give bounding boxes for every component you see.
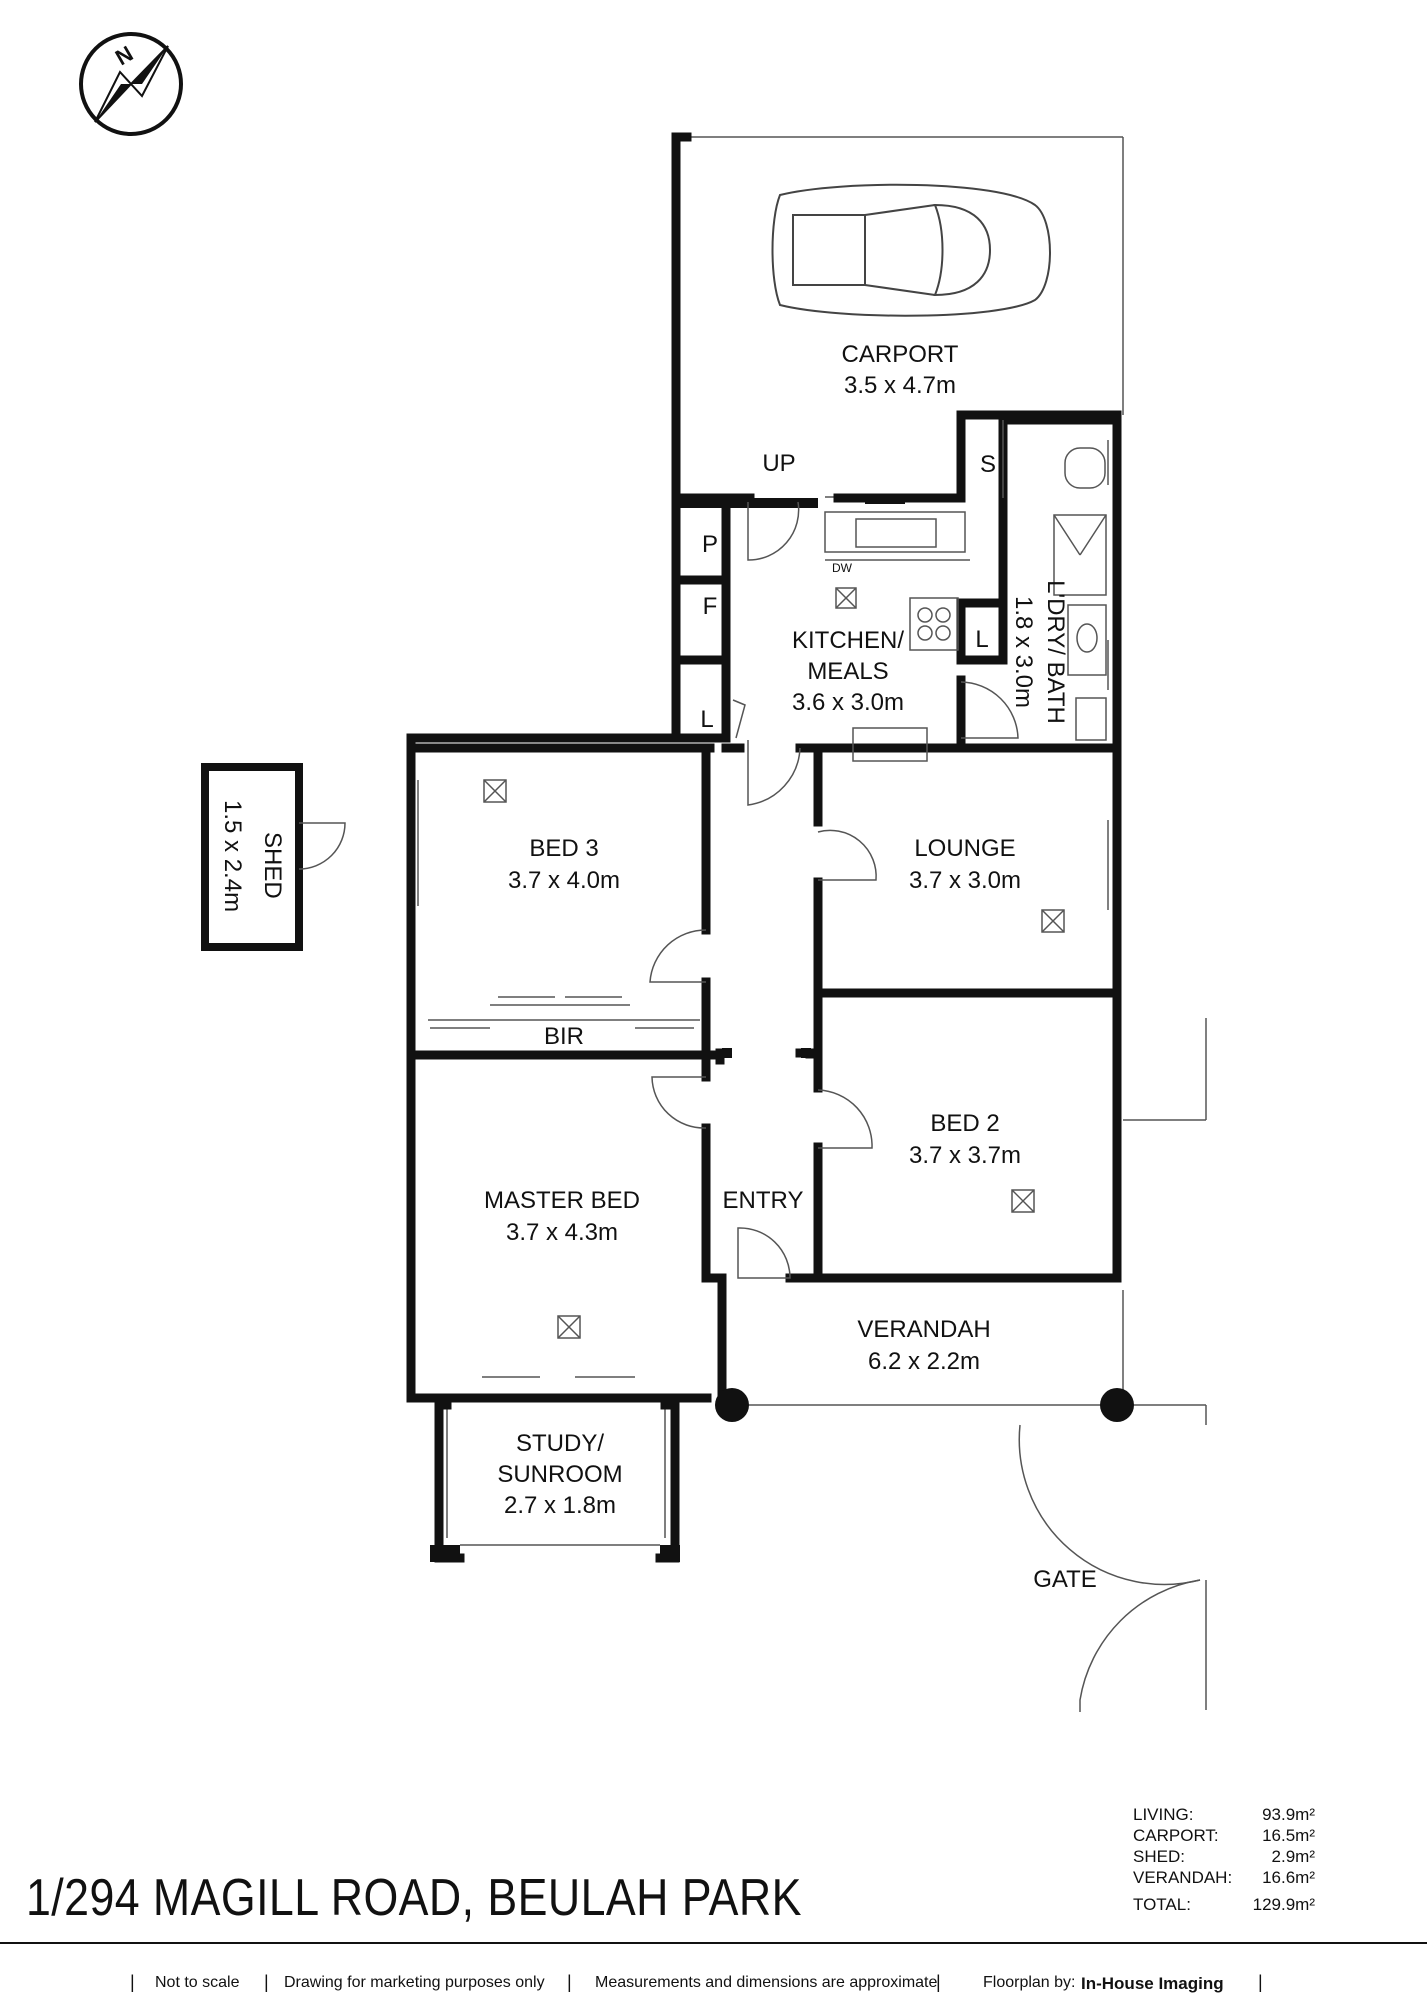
verandah-post: [715, 1388, 749, 1422]
l-label: L: [700, 706, 713, 733]
study-name: STUDY/: [516, 1430, 604, 1457]
verandah-dims: 6.2 x 2.2m: [868, 1348, 980, 1375]
area-label: SHED:: [1133, 1847, 1185, 1866]
approximate-note: Measurements and dimensions are approxim…: [595, 1974, 938, 1991]
property-address: 1/294 MAGILL ROAD, BEULAH PARK: [26, 1869, 802, 1927]
bed2-dims: 3.7 x 3.7m: [909, 1142, 1021, 1169]
dw-label: DW: [832, 561, 853, 575]
area-value: 16.6m²: [1262, 1868, 1315, 1887]
brand-name: In-House Imaging: [1081, 1974, 1224, 1993]
bir-label: BIR: [544, 1023, 584, 1050]
bed3-dims: 3.7 x 4.0m: [508, 867, 620, 894]
kitchen-name: MEALS: [807, 658, 888, 685]
area-label: LIVING:: [1133, 1805, 1194, 1824]
footer-separator: |: [130, 1972, 135, 1992]
verandah-post: [1100, 1388, 1134, 1422]
area-row: CARPORT: 16.5m²: [1133, 1825, 1315, 1846]
shed-dims: 1.5 x 2.4m: [219, 800, 246, 912]
area-summary: LIVING: 93.9m² CARPORT: 16.5m² SHED: 2.9…: [1133, 1804, 1315, 1915]
master-name: MASTER BED: [484, 1187, 640, 1214]
study-name: SUNROOM: [497, 1461, 622, 1488]
laundry-dims: 1.8 x 3.0m: [1010, 596, 1037, 708]
kitchen-dims: 3.6 x 3.0m: [792, 689, 904, 716]
north-label: N: [111, 41, 137, 71]
footer-separator: |: [1258, 1972, 1263, 1992]
gate-label: GATE: [1033, 1566, 1097, 1593]
area-row: VERANDAH: 16.6m²: [1133, 1867, 1315, 1888]
area-value: 16.5m²: [1262, 1826, 1315, 1845]
area-label: CARPORT:: [1133, 1826, 1219, 1845]
wall-fills: [430, 494, 1134, 1562]
entry-label: ENTRY: [723, 1187, 804, 1214]
marketing-note: Drawing for marketing purposes only: [284, 1974, 545, 1991]
footer-separator: |: [567, 1972, 572, 1992]
l-label: L: [975, 626, 988, 653]
thin-lines: [417, 136, 1207, 1710]
f-label: F: [703, 593, 718, 620]
area-value: 2.9m²: [1271, 1847, 1315, 1866]
total-label: TOTAL:: [1133, 1895, 1191, 1914]
lounge-name: LOUNGE: [914, 835, 1015, 862]
area-total-row: TOTAL: 129.9m²: [1133, 1894, 1315, 1915]
car-icon: [771, 183, 1051, 317]
total-value: 129.9m²: [1252, 1895, 1315, 1914]
carport-dims: 3.5 x 4.7m: [844, 372, 956, 399]
shed-name: SHED: [259, 832, 286, 899]
area-value: 93.9m²: [1262, 1805, 1315, 1824]
bed2-name: BED 2: [930, 1110, 999, 1137]
bed3-name: BED 3: [529, 835, 598, 862]
footer-separator: |: [264, 1972, 269, 1992]
master-dims: 3.7 x 4.3m: [506, 1219, 618, 1246]
verandah-name: VERANDAH: [857, 1316, 990, 1343]
footer-separator: |: [936, 1972, 941, 1992]
shed: SHED 1.5 x 2.4m: [201, 763, 346, 951]
up-label: UP: [762, 450, 795, 477]
study-dims: 2.7 x 1.8m: [504, 1492, 616, 1519]
p-label: P: [702, 531, 718, 558]
door-swings: [649, 501, 1201, 1712]
laundry-name: L'DRY/ BATH: [1042, 580, 1069, 724]
carport-name: CARPORT: [842, 341, 959, 368]
kitchen-name: KITCHEN/: [792, 627, 904, 654]
kitchen-fixtures: [428, 420, 1107, 1339]
area-label: VERANDAH:: [1133, 1868, 1233, 1887]
s-label: S: [980, 451, 996, 478]
area-row: LIVING: 93.9m²: [1133, 1804, 1315, 1825]
floorplan-by-label: Floorplan by:: [983, 1974, 1076, 1991]
area-row: SHED: 2.9m²: [1133, 1846, 1315, 1867]
not-to-scale-note: Not to scale: [155, 1974, 240, 1991]
compass-icon: N: [79, 32, 183, 136]
footer-divider: [0, 1942, 1427, 1944]
lounge-dims: 3.7 x 3.0m: [909, 867, 1021, 894]
